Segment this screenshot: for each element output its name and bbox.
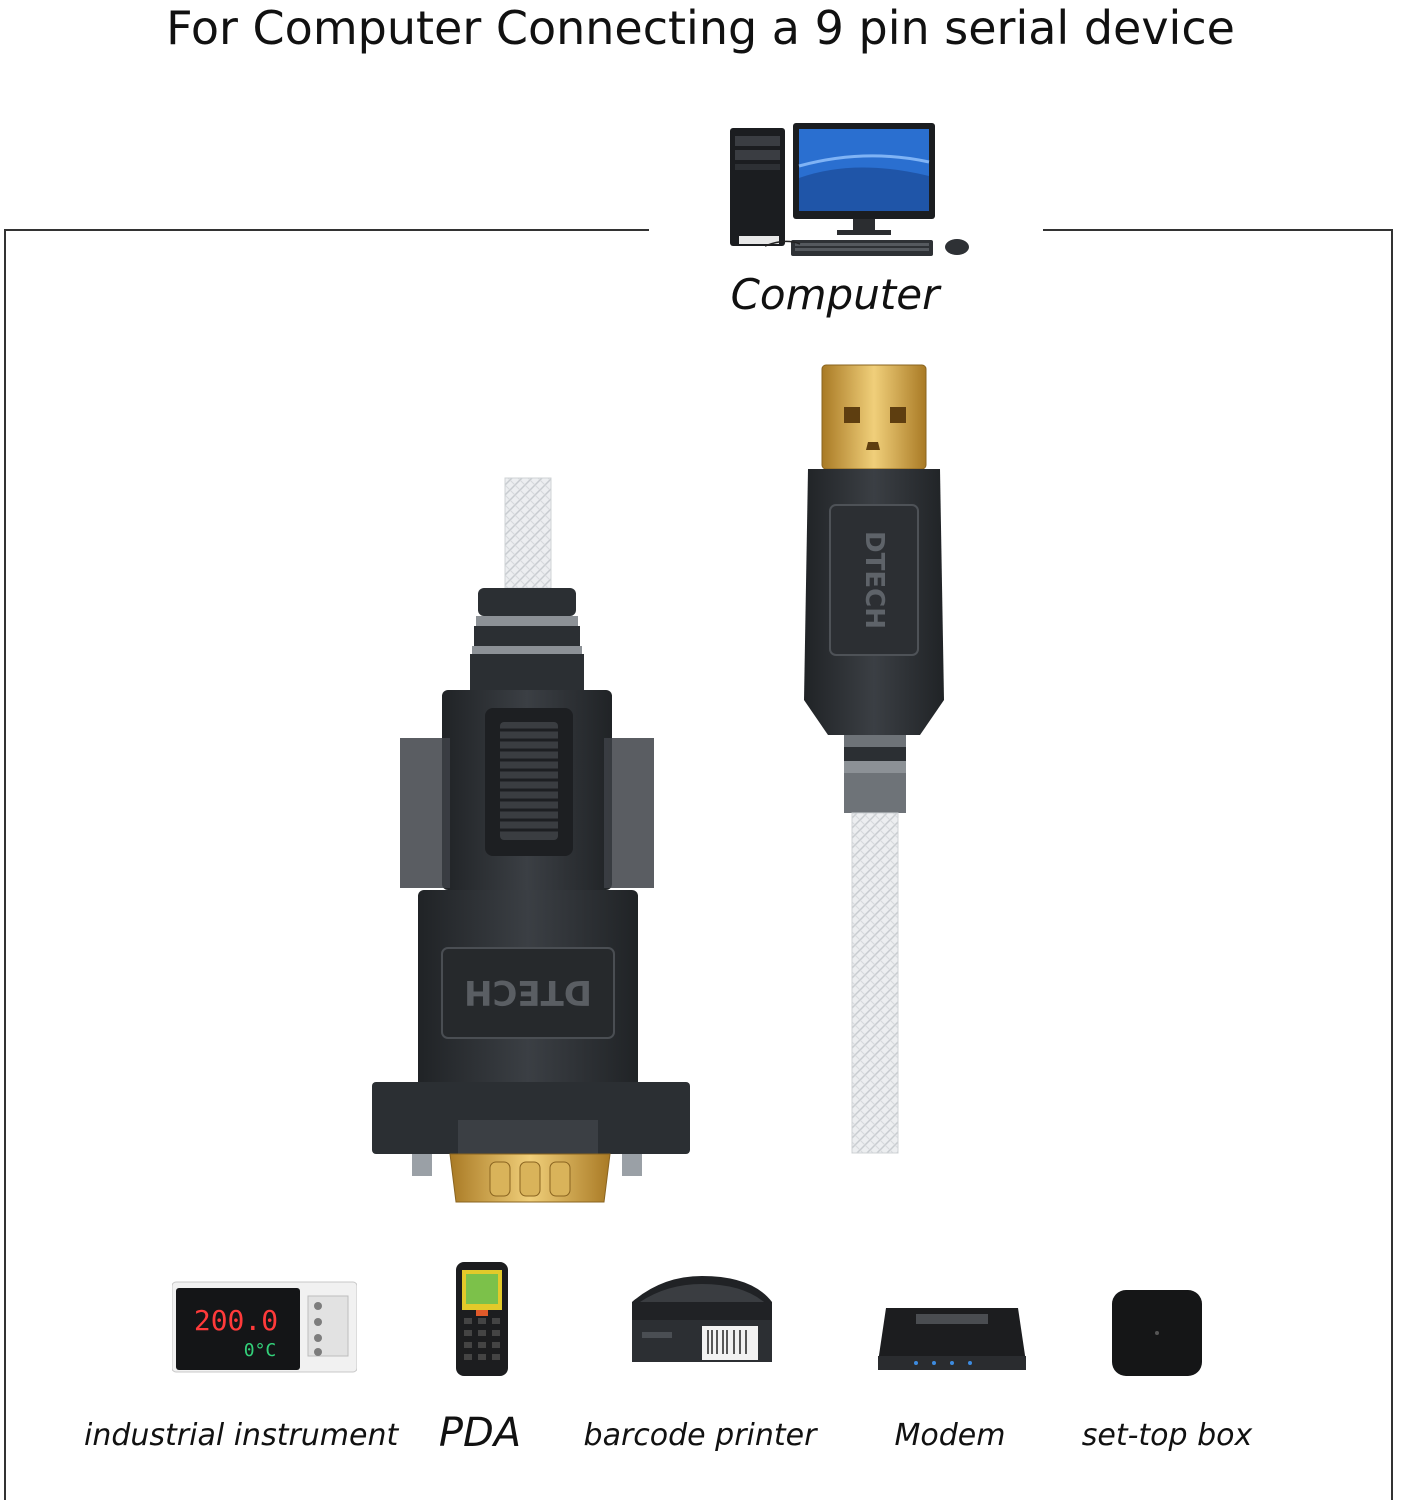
device-label-industrial-instrument: industrial instrument [84, 1418, 399, 1453]
device-label-pda: PDA [438, 1410, 522, 1456]
frame-right-line [1391, 229, 1393, 1500]
serial-brand-text: DTECH [464, 972, 592, 1012]
frame-top-left-line [4, 229, 649, 231]
usb-brand-text: DTECH [859, 531, 889, 629]
set-top-box-icon [1110, 1288, 1204, 1378]
device-label-barcode-printer: barcode printer [583, 1418, 817, 1453]
instrument-display-top: 200.0 [194, 1304, 278, 1337]
page-title: For Computer Connecting a 9 pin serial d… [166, 1, 1235, 55]
device-label-set-top-box: set-top box [1081, 1418, 1253, 1453]
frame-left-line [4, 229, 6, 1500]
frame-top-right-line [1043, 229, 1393, 231]
device-label-modem: Modem [894, 1418, 1006, 1453]
barcode-printer-icon [622, 1272, 782, 1372]
computer-label: Computer [730, 270, 940, 319]
modem-icon [876, 1300, 1028, 1380]
usb-serial-cable-image: DTECH DTECH [360, 360, 960, 1210]
pda-icon [452, 1260, 512, 1378]
industrial-instrument-icon: 200.0 0°C [171, 1278, 358, 1374]
instrument-display-bottom: 0°C [244, 1340, 277, 1361]
desktop-computer-icon [725, 118, 985, 263]
